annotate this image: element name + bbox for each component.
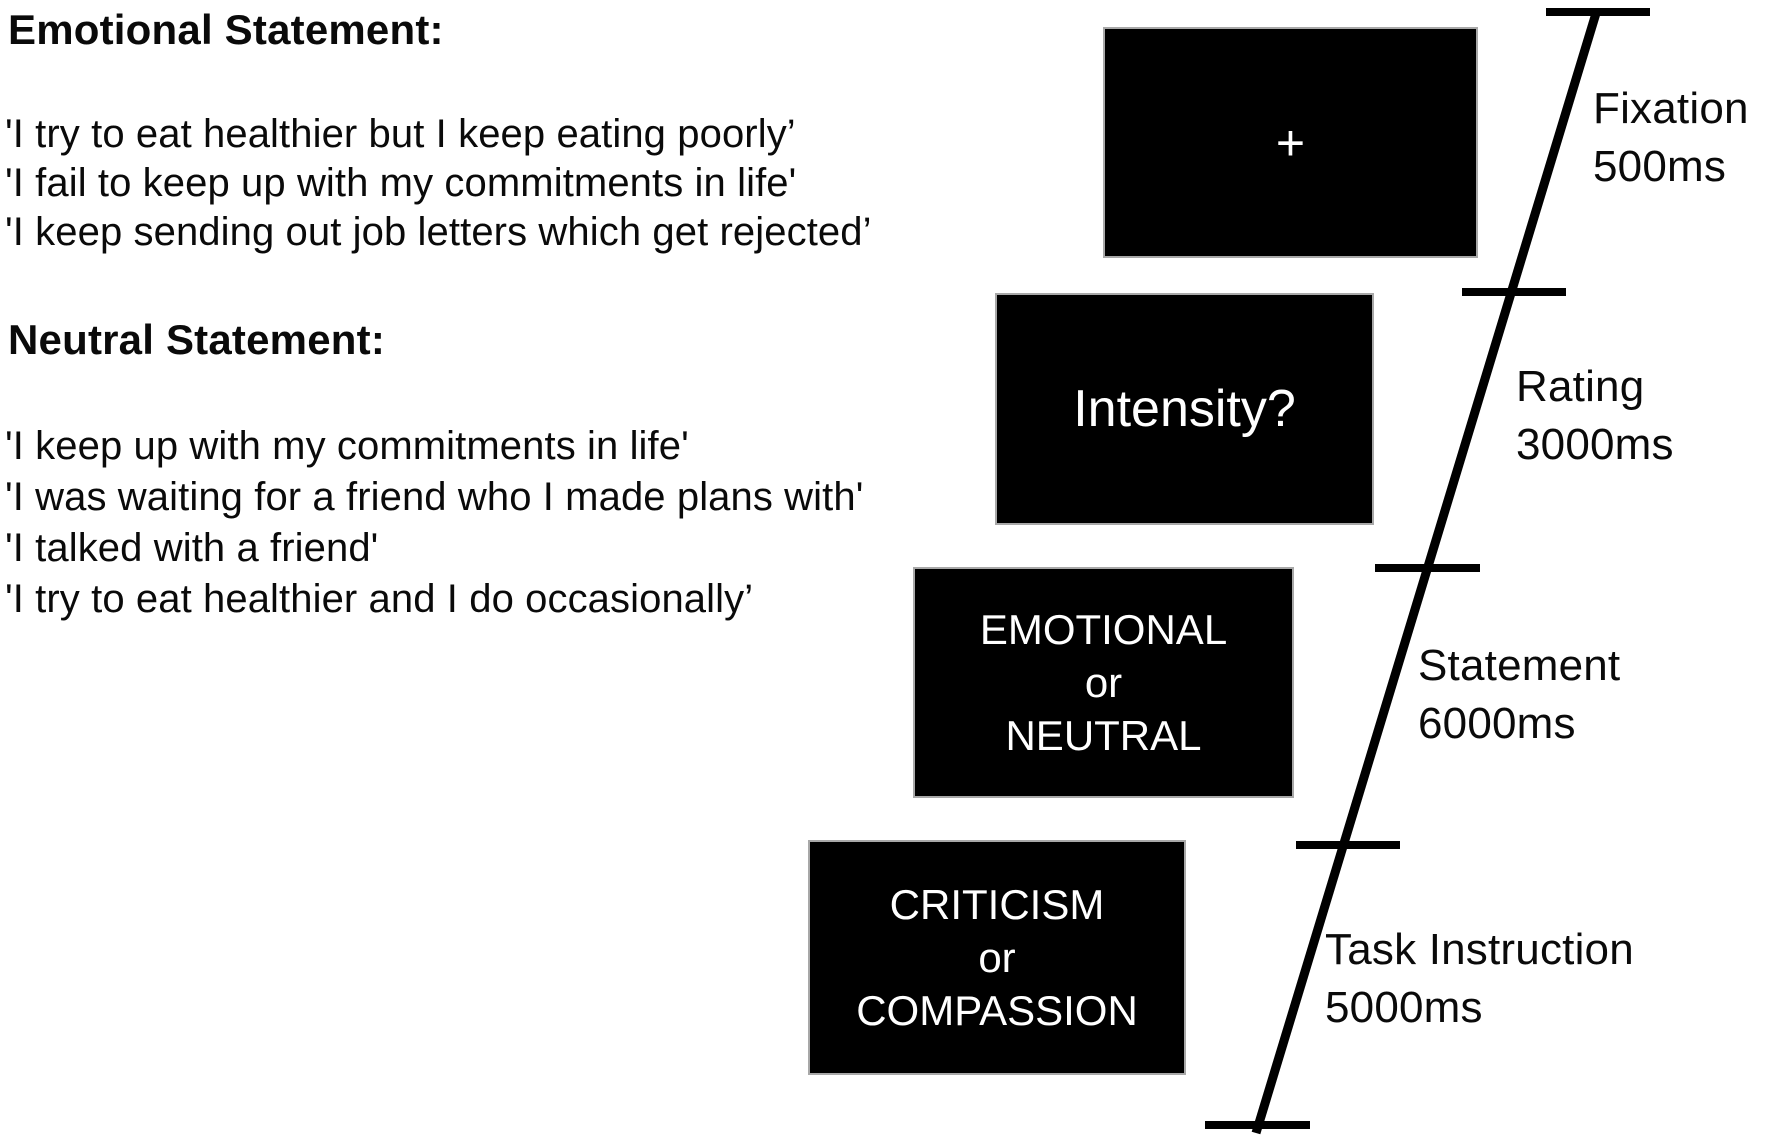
phase-duration: 3000ms	[1516, 420, 1674, 469]
emotional-statement-list: 'I try to eat healthier but I keep eatin…	[5, 110, 872, 257]
statement-option-or: or	[1084, 659, 1123, 706]
task-instruction-screen: CRITICISM or COMPASSION	[808, 840, 1186, 1075]
fixation-screen: +	[1103, 27, 1478, 258]
fixation-cross-icon: +	[1275, 114, 1306, 171]
emotional-statement-3: 'I keep sending out job letters which ge…	[5, 210, 872, 254]
emotional-statement-heading: Emotional Statement:	[8, 6, 444, 53]
phase-duration: 5000ms	[1325, 983, 1483, 1032]
phase-duration: 6000ms	[1418, 699, 1576, 748]
timeline-phase-statement: Statement 6000ms	[1418, 637, 1620, 753]
phase-label: Statement	[1418, 641, 1621, 690]
neutral-statement-heading: Neutral Statement:	[8, 316, 386, 363]
timeline-phase-fixation: Fixation 500ms	[1593, 80, 1749, 196]
phase-label: Task Instruction	[1325, 925, 1634, 974]
phase-duration: 500ms	[1593, 142, 1727, 191]
statement-option-2: NEUTRAL	[1005, 712, 1202, 759]
neutral-statement-3: 'I talked with a friend'	[5, 526, 379, 570]
emotional-statement-2: 'I fail to keep up with my commitments i…	[5, 161, 797, 205]
neutral-statement-1: 'I keep up with my commitments in life'	[5, 424, 689, 468]
timeline-phase-task-instruction: Task Instruction 5000ms	[1325, 921, 1634, 1037]
neutral-statement-2: 'I was waiting for a friend who I made p…	[5, 475, 864, 519]
phase-label: Rating	[1516, 362, 1645, 411]
emotional-statement-1: 'I try to eat healthier but I keep eatin…	[5, 112, 796, 156]
neutral-statement-list: 'I keep up with my commitments in life' …	[5, 421, 863, 625]
statement-screen: EMOTIONAL or NEUTRAL	[913, 567, 1294, 798]
timeline-phase-rating: Rating 3000ms	[1516, 358, 1674, 474]
instruction-option-2: COMPASSION	[856, 987, 1138, 1034]
instruction-option-or: or	[978, 934, 1016, 981]
rating-prompt-text: Intensity?	[1073, 380, 1296, 438]
neutral-statement-4: 'I try to eat healthier and I do occasio…	[5, 577, 754, 621]
rating-screen: Intensity?	[995, 293, 1374, 525]
phase-label: Fixation	[1593, 84, 1749, 133]
instruction-option-1: CRITICISM	[889, 881, 1105, 928]
statement-option-1: EMOTIONAL	[979, 606, 1228, 653]
